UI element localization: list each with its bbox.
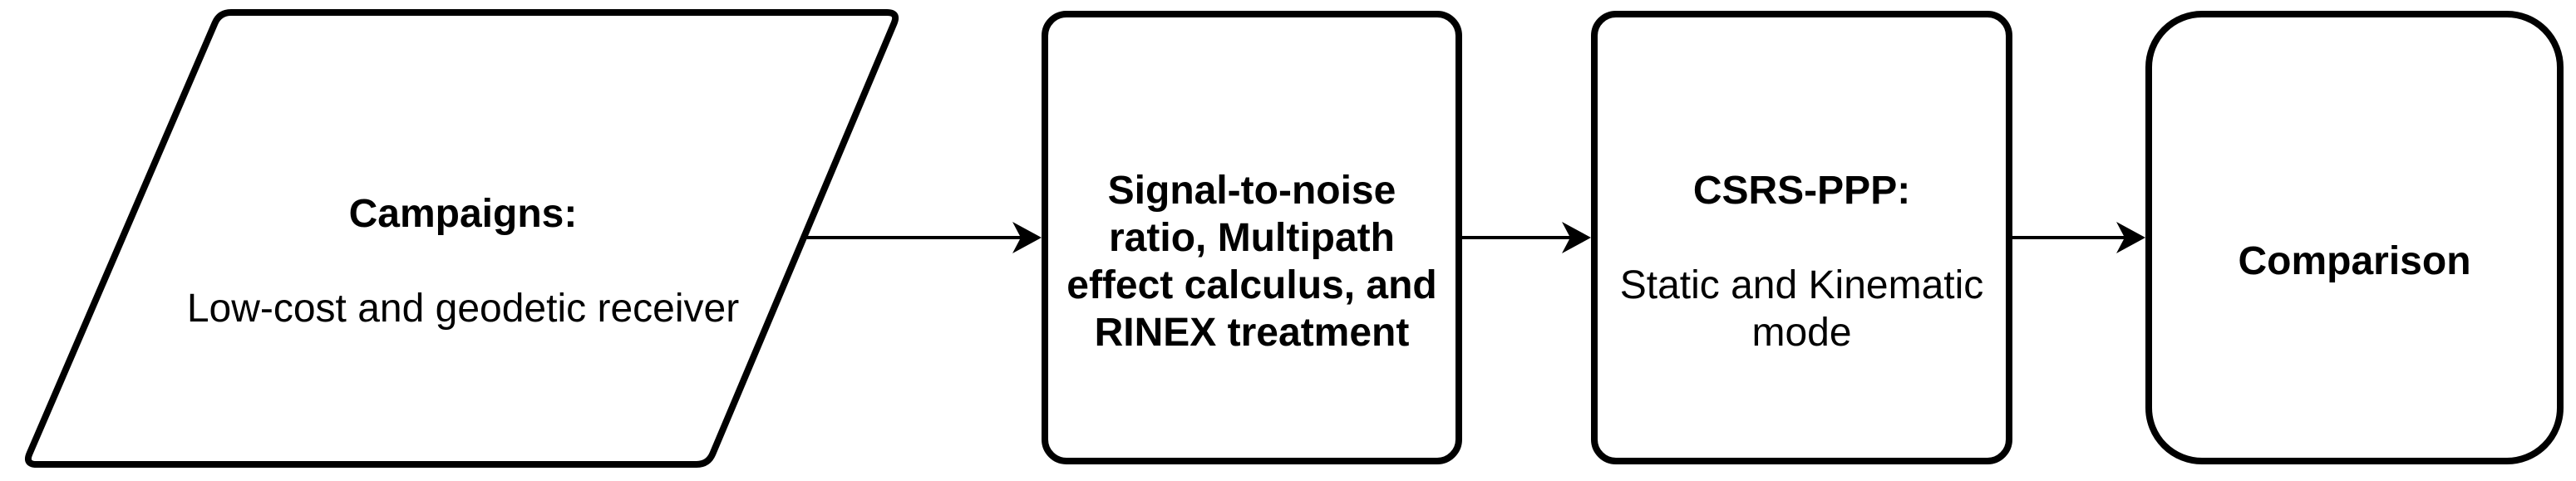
node-csrs-ppp: CSRS-PPP: Static and Kinematic mode xyxy=(1591,11,2012,464)
node-comparison-text: Comparison xyxy=(2238,190,2470,285)
arrowhead-icon xyxy=(1562,222,1591,253)
node-csrs-ppp-title: CSRS-PPP: xyxy=(1692,168,1911,213)
node-comparison: Comparison xyxy=(2145,11,2564,464)
connector-csrs-to-comparison xyxy=(2012,222,2145,253)
connector-processing-to-csrs xyxy=(1462,222,1591,253)
node-processing-text: Signal-to-noise ratio, Multipath effect … xyxy=(1066,120,1436,356)
node-processing: Signal-to-noise ratio, Multipath effect … xyxy=(1042,11,1462,464)
arrowhead-icon xyxy=(2116,222,2145,253)
parallelogram-campaigns-shape xyxy=(24,9,899,468)
connector-campaigns-to-processing xyxy=(804,222,1042,253)
node-comparison-title: Comparison xyxy=(2238,239,2471,283)
arrowhead-icon xyxy=(1012,222,1042,253)
node-csrs-ppp-text: CSRS-PPP: Static and Kinematic mode xyxy=(1620,120,1984,356)
node-processing-title: Signal-to-noise ratio, Multipath effect … xyxy=(1066,168,1437,355)
node-csrs-ppp-subtitle: Static and Kinematic mode xyxy=(1619,263,1984,355)
